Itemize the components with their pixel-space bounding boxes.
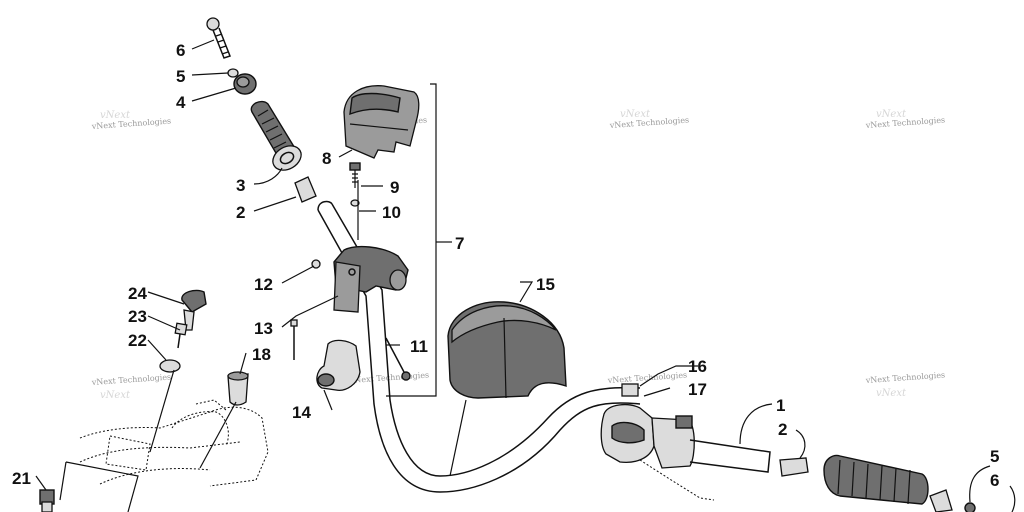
callout-15: 15 bbox=[536, 275, 555, 294]
callout-12: 12 bbox=[254, 275, 273, 294]
handlebar-pad-15 bbox=[447, 301, 567, 399]
callout-labels: 6 5 4 3 2 8 9 10 7 12 13 11 14 15 16 17 … bbox=[12, 41, 999, 490]
callout-16: 16 bbox=[688, 357, 707, 376]
screw-13 bbox=[290, 319, 298, 360]
switch-housing-cover-8 bbox=[343, 85, 420, 159]
handlebar bbox=[317, 200, 641, 493]
fairing-body-dotted bbox=[79, 399, 269, 487]
watermark-ghost: vNext bbox=[620, 109, 651, 120]
grip-tube-1 bbox=[689, 439, 771, 473]
left-grip-assembly bbox=[206, 17, 317, 203]
ignition-switch-23 bbox=[174, 322, 188, 349]
callout-6-right: 6 bbox=[990, 471, 999, 490]
callout-7: 7 bbox=[455, 234, 464, 253]
watermark-ghost: vNext bbox=[876, 388, 907, 399]
callout-22: 22 bbox=[128, 331, 147, 350]
callout-9: 9 bbox=[390, 178, 399, 197]
nut-22 bbox=[159, 359, 181, 373]
clamp-14 bbox=[316, 339, 361, 391]
callout-10: 10 bbox=[382, 203, 401, 222]
callout-17: 17 bbox=[688, 380, 707, 399]
callout-5: 5 bbox=[176, 67, 185, 86]
callout-5-right: 5 bbox=[990, 447, 999, 466]
brake-housing bbox=[651, 415, 695, 469]
watermark-ghost: vNext bbox=[876, 109, 907, 120]
callout-11: 11 bbox=[410, 337, 428, 356]
throttle-control-16 bbox=[600, 383, 715, 501]
leader-lines bbox=[35, 39, 1016, 512]
socket-18 bbox=[227, 371, 249, 406]
callout-4: 4 bbox=[176, 93, 186, 112]
callout-23: 23 bbox=[128, 307, 147, 326]
watermark: vNext Technologies bbox=[865, 370, 946, 385]
watermark-ghost: vNext bbox=[100, 110, 131, 121]
callout-14: 14 bbox=[292, 403, 311, 422]
callout-6: 6 bbox=[176, 41, 185, 60]
callout-21: 21 bbox=[12, 469, 31, 488]
sleeve-2 bbox=[294, 176, 317, 203]
watermark: vNext Technologies bbox=[607, 370, 688, 385]
callout-2: 2 bbox=[236, 203, 245, 222]
callout-3: 3 bbox=[236, 176, 245, 195]
decal-17 bbox=[621, 383, 639, 397]
callout-1: 1 bbox=[776, 396, 785, 415]
end-cap-4 bbox=[233, 73, 257, 95]
watermark-ghost: vNext bbox=[100, 390, 131, 401]
callout-24: 24 bbox=[128, 284, 147, 303]
watermark: vNext Technologies bbox=[91, 372, 172, 387]
sleeve-2-right bbox=[779, 457, 809, 477]
screw-6 bbox=[206, 17, 231, 59]
callout-18: 18 bbox=[252, 345, 271, 364]
washer-10 bbox=[350, 199, 360, 207]
screw-9 bbox=[349, 162, 361, 188]
washer-5 bbox=[227, 68, 239, 78]
grip-right bbox=[823, 454, 929, 505]
switch-housing bbox=[333, 245, 409, 313]
grip-3 bbox=[250, 100, 302, 171]
callout-2-right: 2 bbox=[778, 420, 787, 439]
bracket-7 bbox=[386, 83, 437, 397]
callout-8: 8 bbox=[322, 149, 331, 168]
callout-13: 13 bbox=[254, 319, 273, 338]
screw-11 bbox=[385, 337, 411, 381]
end-cap-right bbox=[929, 489, 976, 512]
connector-21 bbox=[39, 489, 55, 512]
